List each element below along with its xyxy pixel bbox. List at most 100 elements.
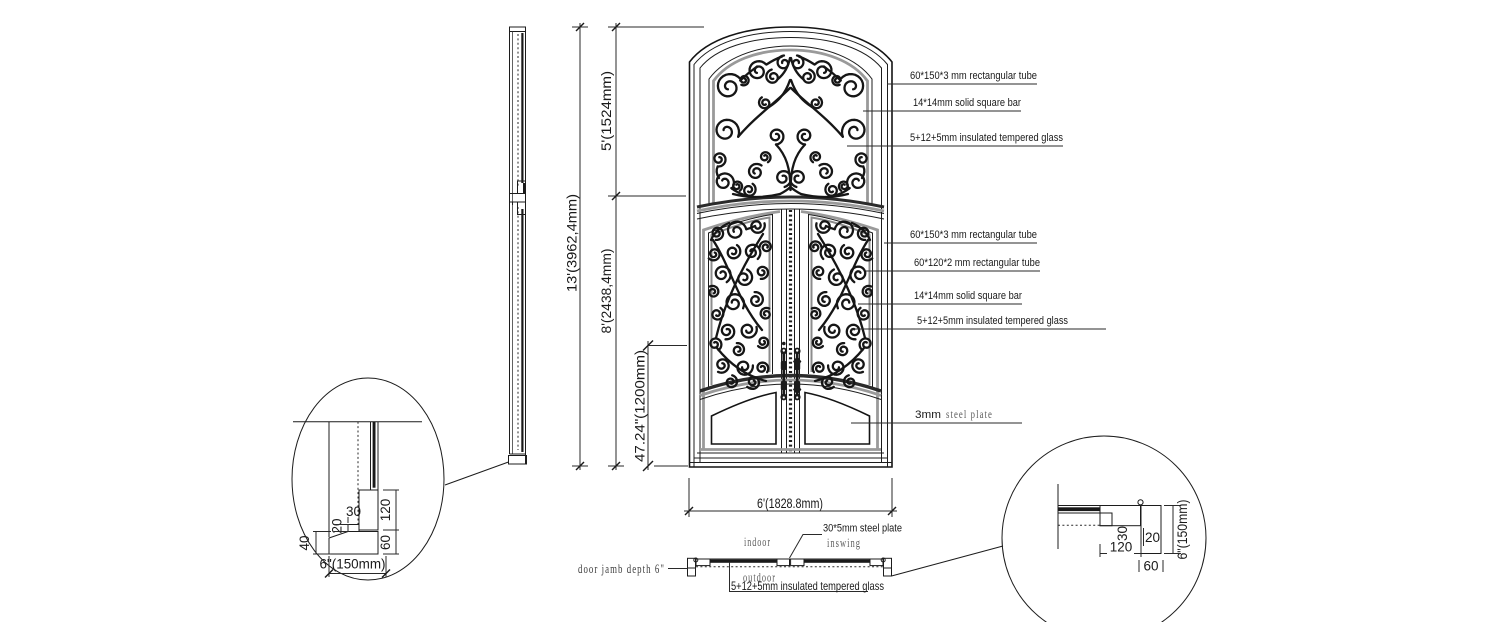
door-frame-inner-line bbox=[693, 30, 888, 467]
plan-left-jamb-circle bbox=[693, 557, 699, 563]
plan-left-leaf-glass bbox=[710, 559, 777, 563]
callout-transom-bar: 14*14mm solid square bar bbox=[863, 97, 1021, 112]
dim-door-width-line bbox=[887, 506, 897, 516]
transom-scrollwork bbox=[713, 54, 793, 199]
detail-bubble-left-rect bbox=[372, 421, 376, 488]
side-profile-view-rect bbox=[523, 183, 525, 193]
label-transom-tube: 60*150*3 mm rectangular tube bbox=[910, 70, 1037, 82]
dim-total-height-text: 13'(3962,4mm) bbox=[564, 194, 580, 292]
scroll-curve bbox=[714, 265, 732, 284]
scroll-curve bbox=[714, 232, 765, 340]
detail-left-dims: 40 20 30 120 60 6"(150mm) bbox=[297, 489, 399, 578]
side-profile-view-rect bbox=[517, 180, 526, 194]
detail-bubble-left: 40 20 30 120 60 6"(150mm) bbox=[291, 377, 445, 581]
scroll-curve bbox=[713, 152, 727, 168]
door-outer-frame bbox=[688, 26, 893, 468]
bottom-panel-right bbox=[804, 391, 871, 445]
plan-right-jamb-circle bbox=[880, 557, 886, 563]
label-door-tube1: 60*150*3 mm rectangular tube bbox=[910, 229, 1037, 241]
plan-section-view-rect bbox=[776, 558, 790, 567]
scroll-curve bbox=[747, 162, 763, 180]
scroll-curve bbox=[756, 265, 770, 281]
scroll-curve bbox=[709, 221, 731, 242]
callout-door-bar: 14*14mm solid square bar bbox=[858, 290, 1022, 305]
right-leaf-scrollwork-mirrored bbox=[809, 220, 874, 391]
detail-left-width: 6"(150mm) bbox=[320, 557, 386, 572]
door-leaves-path bbox=[699, 373, 882, 393]
door-leaves-path bbox=[699, 378, 882, 397]
detail-bubble-left-path bbox=[328, 531, 379, 555]
label-transom-bar: 14*14mm solid square bar bbox=[913, 97, 1021, 109]
dimension-lines: 13'(3962,4mm) 5'(1524mm) 8'(2438,4mm) 47… bbox=[564, 22, 897, 517]
door-elevation-view-path bbox=[696, 195, 885, 209]
dim-door-height-text: 8'(2438,4mm) bbox=[598, 249, 614, 334]
handle-part bbox=[782, 370, 786, 382]
dim-handle-height-text: 47.24"(1200mm) bbox=[632, 350, 648, 462]
detail-bubble-right-rect bbox=[1140, 505, 1162, 554]
plan-left-jamb-rect bbox=[687, 557, 696, 577]
side-profile-view-rect bbox=[508, 455, 527, 465]
dim-door-width-text: 6'(1828.8mm) bbox=[757, 496, 823, 511]
dim-transom-height-line bbox=[611, 22, 621, 32]
detail-bubble-right-rect bbox=[1099, 505, 1142, 527]
scroll-curve bbox=[709, 337, 723, 352]
scroll-curve bbox=[726, 220, 748, 239]
dim-door-height-line bbox=[611, 191, 621, 201]
plan-right-jamb bbox=[880, 557, 892, 577]
detail-bubble-right-circle bbox=[1001, 435, 1207, 622]
detail-left-20: 20 bbox=[330, 518, 345, 533]
detail-left-60: 60 bbox=[378, 535, 393, 550]
scroll-curve bbox=[715, 118, 741, 140]
scroll-curve bbox=[737, 268, 754, 287]
scroll-curve bbox=[732, 180, 744, 192]
label-plate-prefix: 3mm bbox=[915, 409, 941, 421]
dim-door-width: 6'(1828.8mm) bbox=[684, 478, 897, 517]
callout-jamb-depth: door jamb depth 6" bbox=[578, 562, 688, 576]
dim-door-height: 8'(2438,4mm) bbox=[598, 191, 686, 471]
door-handle-right bbox=[793, 347, 802, 401]
callout-door-glass: 5+12+5mm insulated tempered glass bbox=[851, 315, 1106, 330]
callout-plan-glass: 5+12+5mm insulated tempered glass bbox=[729, 562, 884, 593]
detail-left-connector-line bbox=[444, 461, 509, 486]
callout-transom-tube: 60*150*3 mm rectangular tube bbox=[887, 70, 1037, 85]
door-elevation-view-path bbox=[696, 208, 885, 220]
dim-door-width-line bbox=[684, 506, 694, 516]
callout-door-tube2: 60*120*2 mm rectangular tube bbox=[866, 257, 1040, 272]
door-frame-inner-edge bbox=[699, 36, 882, 462]
handle-part bbox=[782, 390, 786, 395]
handle-part bbox=[796, 349, 799, 352]
scroll-curve bbox=[736, 360, 755, 376]
scroll-curve bbox=[711, 226, 725, 242]
door-elevation-view bbox=[688, 26, 893, 468]
transom-panel-border bbox=[712, 48, 869, 205]
scroll-curve bbox=[711, 306, 725, 321]
door-elevation-view-path bbox=[708, 45, 873, 206]
plan-right-jamb-rect bbox=[883, 557, 892, 577]
callout-door-tube1: 60*150*3 mm rectangular tube bbox=[884, 229, 1037, 244]
door-leaves-path bbox=[708, 213, 773, 388]
scroll-curve bbox=[759, 151, 772, 164]
callout-labels: 60*150*3 mm rectangular tube 14*14mm sol… bbox=[847, 70, 1106, 424]
handle-part bbox=[782, 349, 785, 352]
door-leaves-path bbox=[699, 383, 882, 400]
scroll-curve bbox=[750, 220, 766, 234]
detail-bubble-left-ellipse bbox=[291, 377, 445, 581]
scroll-curve bbox=[756, 336, 770, 350]
detail-bubble-right: 30 20 120 60 6"(150mm) bbox=[1001, 435, 1207, 622]
handle-part bbox=[795, 370, 799, 382]
dim-total-height: 13'(3962,4mm) bbox=[564, 22, 588, 471]
label-outdoor: outdoor bbox=[743, 571, 776, 585]
plan-right-leaf-glass bbox=[804, 559, 870, 563]
detail-left-120: 120 bbox=[378, 499, 393, 522]
dim-total-height-line bbox=[575, 461, 585, 471]
scroll-curve bbox=[765, 68, 779, 84]
scroll-curve bbox=[716, 358, 730, 374]
label-inswing: inswing bbox=[827, 536, 861, 550]
bottom-panel-left bbox=[710, 391, 777, 445]
label-transom-glass: 5+12+5mm insulated tempered glass bbox=[910, 132, 1063, 144]
side-profile-view-rect bbox=[521, 33, 524, 183]
label-plan-glass: 5+12+5mm insulated tempered glass bbox=[731, 579, 884, 593]
detail-right-connector-line bbox=[891, 545, 1004, 577]
side-profile-view bbox=[444, 26, 527, 486]
